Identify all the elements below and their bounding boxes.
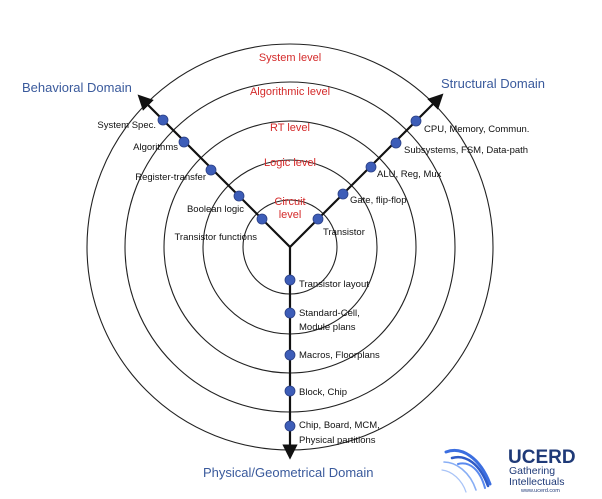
label-macros: Macros, Floorplans [299,350,380,361]
node-macros [284,349,296,361]
structural-nodes: CPU, Memory, Commun. Subsystems, FSM, Da… [312,115,529,238]
node-algorithms [178,136,190,148]
label-standard-cell: Standard-Cell, [299,308,360,319]
physical-nodes: Transistor layout Standard-Cell, Module … [284,274,380,446]
label-register-transfer: Register-transfer [135,172,206,183]
logo-title: UCERD [508,447,576,468]
label-cpu-memory: CPU, Memory, Commun. [424,124,529,135]
label-alu-reg-mux: ALU, Reg, Mux [377,169,442,180]
node-transistor-functions [256,213,268,225]
label-gate-flipflop: Gate, flip-flop [350,195,407,206]
node-gate-flipflop [337,188,349,200]
node-system-spec [157,114,169,126]
logo-url: www.ucerd.com [520,488,560,494]
node-register-transfer [205,164,217,176]
system-level-label: System level [259,52,321,64]
node-block-chip [284,385,296,397]
node-boolean-logic [233,190,245,202]
structural-domain-title: Structural Domain [441,76,545,91]
label-transistor-functions: Transistor functions [174,232,257,243]
node-cpu-memory [410,115,422,127]
node-alu-reg-mux [365,161,377,173]
node-chip-board [284,420,296,432]
label-physical-partitions: Physical partitions [299,435,376,446]
ucerd-logo: UCERD Gathering Intellectuals www.ucerd.… [441,447,576,494]
label-chip-board: Chip, Board, MCM, [299,420,380,431]
label-module-plans: Module plans [299,322,356,333]
logo-tagline-1: Gathering [509,465,555,477]
node-transistor [312,213,324,225]
rt-level-label: RT level [270,122,310,134]
label-transistor-layout: Transistor layout [299,279,369,290]
circuit-level-label-2: level [279,209,302,221]
behavioral-domain-title: Behavioral Domain [22,80,132,95]
label-subsystems: Subsystems, FSM, Data-path [404,145,528,156]
logo-tagline-2: Intellectuals [509,476,564,488]
label-boolean-logic: Boolean logic [187,204,244,215]
label-system-spec: System Spec. [97,120,156,131]
behavioral-nodes: System Spec. Algorithms Register-transfe… [97,114,268,243]
circuit-level-label: Circuit [274,196,305,208]
physical-domain-title: Physical/Geometrical Domain [203,465,374,480]
logic-level-label: Logic level [264,157,316,169]
label-transistor: Transistor [323,227,365,238]
label-algorithms: Algorithms [133,142,178,153]
logo-swoosh-icon [441,449,492,493]
algorithmic-level-label: Algorithmic level [250,86,330,98]
label-block-chip: Block, Chip [299,387,347,398]
node-subsystems [390,137,402,149]
node-standard-cell [284,307,296,319]
node-transistor-layout [284,274,296,286]
